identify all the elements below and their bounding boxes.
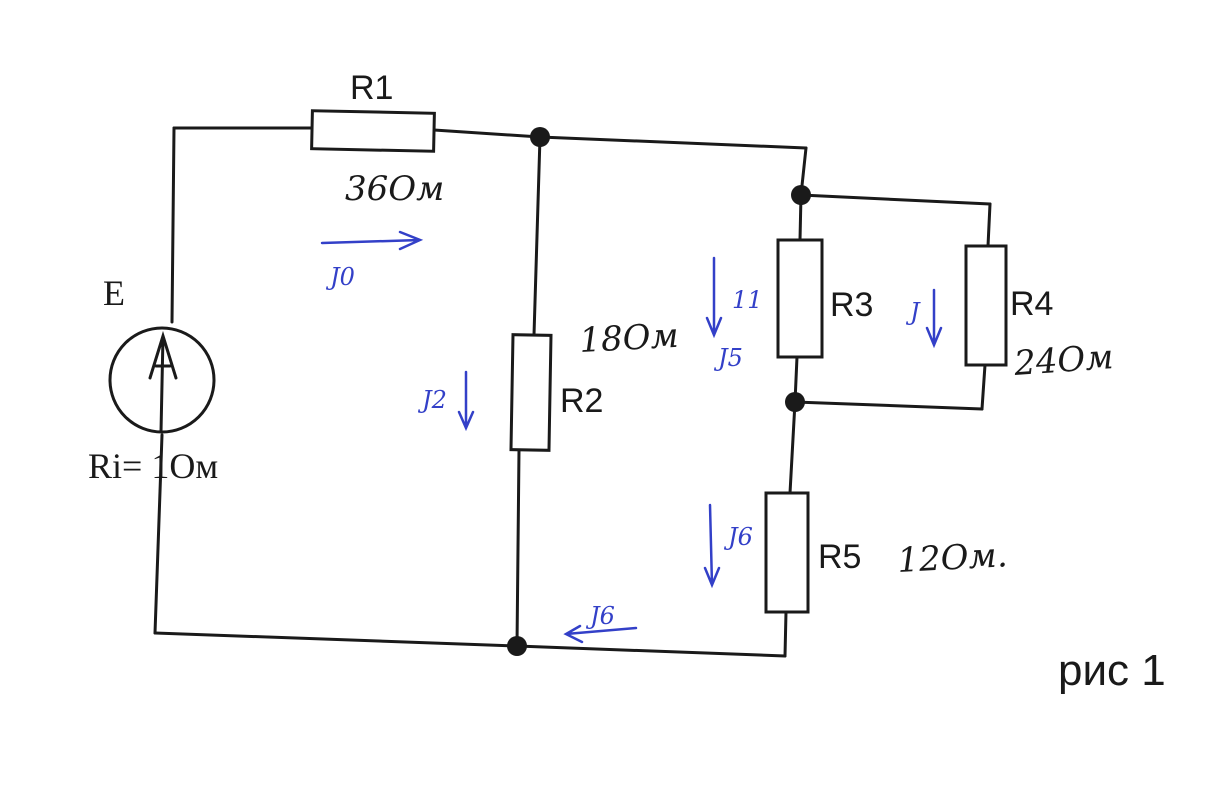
label-r3: R3 <box>830 286 873 324</box>
current-i2-arrow <box>457 370 475 432</box>
wire-top-r1-node <box>432 128 542 139</box>
wire-left-lower <box>153 433 164 635</box>
value-r5: 12Ом. <box>896 535 1008 581</box>
current-i5-label: J6 <box>723 523 753 551</box>
wire-r4-top <box>799 193 992 206</box>
wire-r4-bottom <box>793 400 984 411</box>
resistor-r2 <box>509 333 553 452</box>
current-i3-mark: 11 <box>732 286 763 314</box>
wire-top-right <box>538 135 808 150</box>
value-r1: 36Ом <box>345 169 444 209</box>
resistor-r4 <box>964 244 1008 367</box>
node-top-middle <box>530 127 550 147</box>
current-return-label: J6 <box>585 602 615 630</box>
current-i3-arrow <box>705 256 723 339</box>
wire-left-vertical <box>170 126 176 324</box>
wire-r5-top <box>788 400 797 495</box>
current-i5-arrow <box>703 503 721 589</box>
label-r4: R4 <box>1010 285 1053 323</box>
resistor-r1 <box>310 109 436 153</box>
current-i0-label: J0 <box>325 263 355 291</box>
value-r4: 24Ом <box>1012 337 1115 384</box>
current-i3-label: J5 <box>713 344 743 372</box>
wire-r4-bottom-down <box>980 363 987 411</box>
node-r3-r4-bottom <box>785 392 805 412</box>
label-r5: R5 <box>818 538 861 576</box>
figure-caption: рис 1 <box>1058 646 1166 695</box>
wire-bottom-left <box>153 631 519 648</box>
node-r3-r4-top <box>791 185 811 205</box>
current-i0-arrow <box>320 230 424 251</box>
source-e-arrow <box>148 330 178 434</box>
resistor-r3 <box>776 238 824 359</box>
wire-r5-bottom <box>783 610 788 658</box>
current-return-arrow <box>563 624 638 644</box>
current-i2-label: J2 <box>417 386 447 414</box>
label-r1: R1 <box>350 69 393 107</box>
wire-r2-bottom <box>515 448 521 648</box>
label-r2: R2 <box>560 382 603 420</box>
wire-r2-top <box>532 135 542 337</box>
resistor-r5 <box>764 491 810 614</box>
label-e: E <box>103 273 125 313</box>
current-i4-label: J <box>905 298 921 326</box>
wire-r4-top-down <box>986 202 992 248</box>
current-i4-arrow <box>925 288 943 349</box>
value-r2: 18Ом <box>578 316 679 361</box>
value-ri: Ri= 1Ом <box>88 446 218 486</box>
node-bottom-middle <box>507 636 527 656</box>
wire-bottom-right <box>515 644 787 658</box>
